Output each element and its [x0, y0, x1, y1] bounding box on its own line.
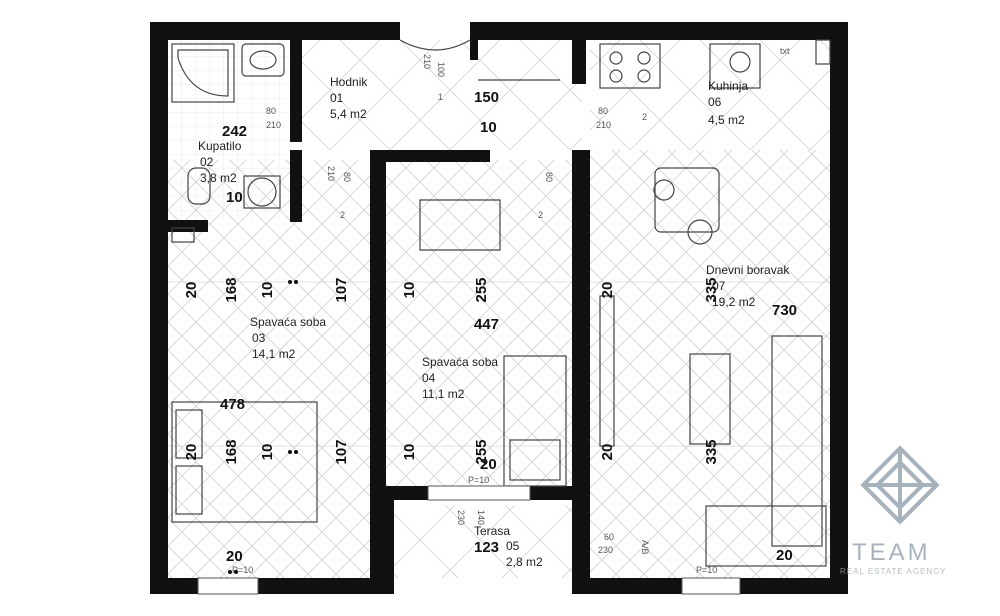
note: 230	[456, 510, 466, 525]
double-bed	[171, 401, 318, 523]
terasa-area: 2,8 m2	[506, 555, 543, 569]
dim-label: 20	[480, 456, 497, 473]
dim-label: 123	[474, 539, 499, 556]
note: 80	[266, 106, 276, 116]
washing-machine-icon	[247, 177, 277, 207]
coffee-table	[689, 353, 731, 445]
dim-label: 20	[776, 547, 793, 564]
dim-label: 335	[703, 439, 720, 464]
note: 210	[422, 54, 432, 69]
spavaca2-num: 04	[422, 371, 436, 385]
dim-label: 10	[226, 189, 243, 206]
note: 60	[604, 532, 614, 542]
dim-label: 255	[473, 277, 490, 302]
dim-label: 242	[222, 123, 247, 140]
dim-label: 10	[259, 282, 276, 299]
dim-label: 730	[772, 302, 797, 319]
dim-label: 168	[223, 277, 240, 302]
kuhinja-area: 4,5 m2	[708, 113, 745, 127]
note: 2	[538, 210, 543, 220]
hodnik-name: Hodnik	[330, 75, 368, 89]
dim-label: 107	[333, 277, 350, 302]
spavaca1-area: 14,1 m2	[252, 347, 296, 361]
note: 2	[340, 210, 345, 220]
note: 100	[436, 62, 446, 77]
kupatilo-area: 3,8 m2	[200, 171, 237, 185]
dim-label: 20	[599, 282, 616, 299]
dnevni-name: Dnevni boravak	[706, 263, 790, 277]
hodnik-area: 5,4 m2	[330, 107, 367, 121]
note: 80	[598, 106, 608, 116]
team-logo: TEAM REAL ESTATE AGENCY	[840, 445, 946, 576]
note: 210	[266, 120, 281, 130]
kuhinja-name: Kuhinja	[708, 79, 748, 93]
note: 210	[596, 120, 611, 130]
room-labels: Hodnik 01 5,4 m2 Kupatilo 02 3,8 m2 Spav…	[198, 75, 790, 569]
note: P=10	[696, 565, 717, 575]
note: 230	[598, 545, 613, 555]
note: 1	[438, 92, 443, 102]
note: 80	[544, 172, 554, 182]
walls	[150, 22, 848, 594]
kuhinja-num: 06	[708, 95, 722, 109]
dim-label: 335	[703, 277, 720, 302]
dim-label: 10	[401, 444, 418, 461]
spavaca2-area: 11,1 m2	[422, 387, 465, 401]
dim-label: 20	[183, 444, 200, 461]
dim-label: 10	[480, 119, 497, 136]
dim-label: 10	[259, 444, 276, 461]
floor-finishes	[168, 40, 830, 578]
stove-icon	[599, 43, 661, 89]
dim-label: 107	[333, 439, 350, 464]
hodnik-num: 01	[330, 91, 344, 105]
terasa-num: 05	[506, 539, 520, 553]
note: 80	[342, 172, 352, 182]
terasa-name: Terasa	[474, 524, 510, 538]
dim-label: 168	[223, 439, 240, 464]
dnevni-num: 07	[712, 279, 726, 293]
spavaca1-name: Spavaća soba	[250, 315, 326, 329]
dim-label: 478	[220, 396, 245, 413]
dim-label: 20	[183, 282, 200, 299]
shower-icon	[177, 49, 229, 97]
tv-unit	[599, 295, 615, 447]
spavaca2-name: Spavaća soba	[422, 355, 498, 369]
dim-label: 447	[474, 316, 499, 333]
logo-knot-icon	[860, 445, 940, 525]
dining-table	[654, 167, 720, 233]
dim-label: 255	[473, 439, 490, 464]
small-annotations: 100 210 80 210 210 80 2 80 2 80 210 2 1 …	[232, 46, 790, 575]
spavaca1-num: 03	[252, 331, 266, 345]
dimension-dots	[228, 280, 298, 574]
dim-label: 10	[401, 282, 418, 299]
wardrobe	[419, 199, 501, 251]
kupatilo-num: 02	[200, 155, 214, 169]
logo-name: TEAM	[852, 539, 931, 566]
grid-lines	[150, 281, 835, 447]
sofa	[771, 335, 823, 547]
dim-label: 20	[599, 444, 616, 461]
note: 140	[476, 510, 486, 525]
shower-tray	[171, 43, 235, 103]
note: 210	[326, 166, 336, 181]
fixtures	[171, 39, 831, 567]
kupatilo-name: Kupatilo	[198, 139, 242, 153]
note: P=10	[468, 475, 489, 485]
sink-icon	[241, 43, 285, 77]
windows	[197, 485, 741, 595]
toilet-icon	[187, 167, 211, 205]
dim-label: 150	[474, 89, 499, 106]
single-bed	[503, 355, 567, 487]
note: P=10	[232, 565, 253, 575]
note: A/B	[640, 540, 650, 555]
dnevni-area: 19,2 m2	[712, 295, 756, 309]
note: 2	[642, 112, 647, 122]
dim-label: 20	[226, 548, 243, 565]
entrance-door-arc	[399, 39, 471, 51]
kitchen-sink-icon	[709, 43, 761, 89]
note: txt	[780, 46, 790, 56]
logo-tagline: REAL ESTATE AGENCY	[840, 567, 946, 576]
dimension-labels: 242 10 150 10 168 10 107 20 10 255 447 3…	[183, 89, 797, 565]
